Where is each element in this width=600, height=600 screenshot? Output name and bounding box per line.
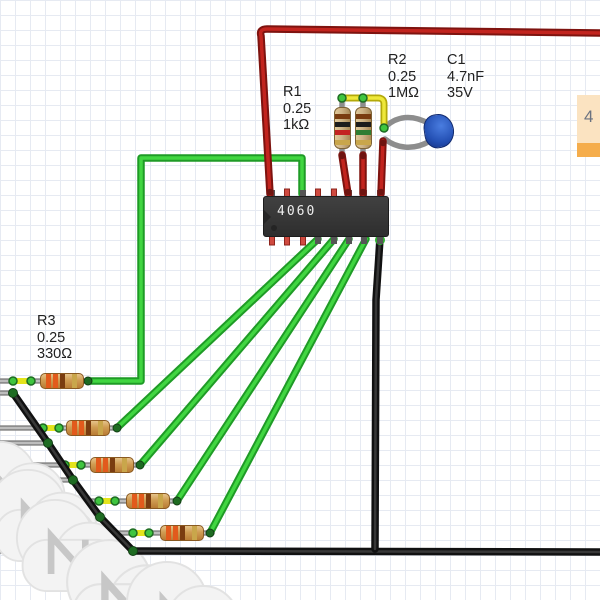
unconnected-pin-stub <box>269 235 275 246</box>
unconnected-pin-stub <box>284 235 290 246</box>
wire-green-3 <box>173 235 353 505</box>
green-wire-endpoints <box>83 376 215 538</box>
band <box>356 122 371 127</box>
label-r1-rating: 0.25 <box>283 100 312 117</box>
label-c1-voltage: 35V <box>447 85 473 101</box>
resistor-row2[interactable] <box>66 420 110 436</box>
ic-notch <box>264 210 271 224</box>
band <box>173 526 178 540</box>
band <box>86 421 91 435</box>
resistor-r2[interactable] <box>355 107 372 149</box>
label-r2[interactable]: R2 0.25 1MΩ <box>388 52 419 102</box>
resistor-r3[interactable] <box>40 373 84 389</box>
band <box>96 458 101 472</box>
band <box>72 421 77 435</box>
green-wires[interactable] <box>83 154 370 538</box>
band <box>132 494 137 508</box>
red-wires[interactable] <box>256 25 600 198</box>
label-c1[interactable]: C1 4.7nF 35V <box>447 52 484 102</box>
wire-black-bottom-bus <box>129 547 600 556</box>
band <box>139 494 144 508</box>
band <box>60 374 65 388</box>
wire-green-4 <box>206 235 370 537</box>
band <box>146 494 151 508</box>
label-r3-rating: 0.25 <box>37 329 66 346</box>
band <box>335 130 350 135</box>
resistor-row3[interactable] <box>90 457 134 473</box>
band <box>122 458 127 472</box>
band <box>356 140 371 145</box>
wire-green-2 <box>136 235 338 469</box>
label-r1-value: 1kΩ <box>283 117 310 133</box>
partial-component-right[interactable]: 4 <box>577 95 600 157</box>
partial-component-text: 4 <box>584 107 594 126</box>
black-wires[interactable] <box>8 235 600 556</box>
unconnected-pin-stub <box>300 235 306 246</box>
band <box>53 374 58 388</box>
ic-4060[interactable]: 4060 <box>263 196 389 237</box>
band <box>335 114 350 119</box>
band <box>46 374 51 388</box>
band <box>335 122 350 127</box>
wire-red-power-top <box>256 25 600 198</box>
resistor-row5[interactable] <box>160 525 204 541</box>
c1-lead-bottom <box>382 136 433 150</box>
label-r2-designator: R2 <box>388 52 407 68</box>
wire-yellow-link[interactable] <box>337 93 389 133</box>
ic-label: 4060 <box>277 204 317 219</box>
resistor-r1[interactable] <box>334 107 351 149</box>
band <box>192 526 197 540</box>
label-c1-value: 4.7nF <box>447 68 485 85</box>
band <box>72 374 77 388</box>
label-c1-designator: C1 <box>447 52 466 68</box>
band <box>166 526 171 540</box>
label-r3-value: 330Ω <box>37 346 73 362</box>
band <box>158 494 163 508</box>
ground-junction-dots <box>8 235 385 556</box>
wire-red-c1-to-ic <box>377 137 387 198</box>
label-r2-rating: 0.25 <box>388 68 417 85</box>
wire-green-r3-to-ic <box>84 154 306 385</box>
label-r3[interactable]: R3 0.25 330Ω <box>37 313 72 363</box>
band <box>335 140 350 145</box>
band <box>98 421 103 435</box>
partial-component-body <box>577 95 600 143</box>
band <box>110 458 115 472</box>
band <box>356 130 371 135</box>
wire-green-1 <box>113 235 322 432</box>
band <box>103 458 108 472</box>
ic-pin1-dot <box>271 225 277 231</box>
band <box>180 526 185 540</box>
resistor-row4[interactable] <box>126 493 170 509</box>
red-wire-endpoints <box>266 139 387 196</box>
label-r1-designator: R1 <box>283 84 302 100</box>
partial-component-band <box>577 143 600 157</box>
label-r1[interactable]: R1 0.25 1kΩ <box>283 84 311 134</box>
yellow-wire-junctions <box>337 93 389 133</box>
band <box>356 114 371 119</box>
wire-black-ic-to-bus <box>371 235 384 553</box>
wire-red-r1-to-ic <box>338 151 352 198</box>
label-r2-value: 1MΩ <box>388 85 419 101</box>
label-r3-designator: R3 <box>37 313 56 329</box>
band <box>79 421 84 435</box>
